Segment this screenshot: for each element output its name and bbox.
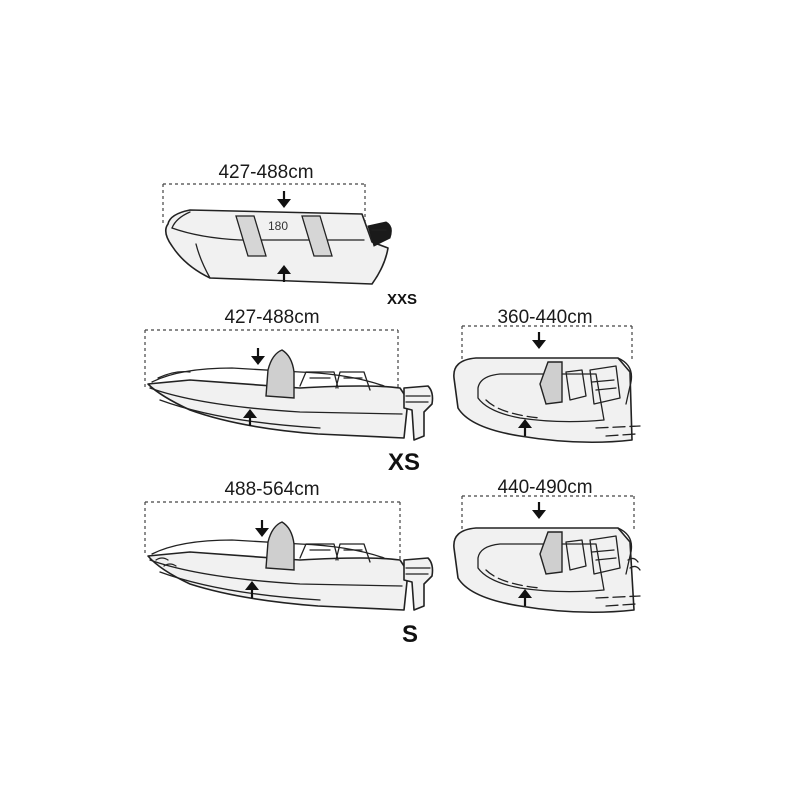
rib-seat bbox=[565, 539, 587, 571]
arrow-icon bbox=[530, 330, 548, 351]
seat bbox=[335, 543, 371, 563]
outboard-motor-icon bbox=[367, 221, 392, 247]
length-label: 427-488cm bbox=[224, 307, 319, 328]
arrow-icon bbox=[249, 346, 267, 367]
rib-console bbox=[539, 361, 563, 405]
rib-tube bbox=[453, 357, 633, 444]
rib-console bbox=[539, 531, 563, 575]
boat-xxs: 427-488cm 180 XXS bbox=[162, 162, 417, 308]
length-dimension-line bbox=[461, 495, 635, 532]
rib-seat bbox=[565, 369, 587, 401]
length-dimension-line bbox=[162, 183, 366, 226]
bench-seat bbox=[235, 215, 267, 257]
length-dimension-line bbox=[461, 325, 633, 362]
bench-seat bbox=[301, 215, 333, 257]
center-console bbox=[265, 521, 295, 571]
arrow-icon bbox=[253, 518, 271, 539]
boat-s: 488-564cm S bbox=[144, 479, 434, 648]
arrow-icon bbox=[530, 500, 548, 521]
width-label: 180 bbox=[268, 219, 288, 233]
length-dimension-line bbox=[144, 329, 399, 392]
size-label: S bbox=[402, 621, 418, 648]
outboard-motor-icon bbox=[403, 385, 434, 441]
length-label: 440-490cm bbox=[497, 477, 592, 498]
hull bbox=[147, 379, 409, 439]
rib-seat bbox=[589, 365, 621, 405]
hull bbox=[164, 209, 389, 285]
size-label: XXS bbox=[387, 291, 417, 308]
length-label: 427-488cm bbox=[218, 162, 313, 183]
arrow-icon bbox=[275, 189, 293, 210]
length-label: 488-564cm bbox=[224, 479, 319, 500]
length-dimension-line bbox=[144, 501, 401, 560]
rib-deck bbox=[477, 543, 605, 593]
deck-rail bbox=[151, 367, 385, 387]
gunwale-line bbox=[171, 227, 365, 241]
length-label: 360-440cm bbox=[497, 307, 592, 328]
outboard-motor-icon bbox=[403, 557, 434, 611]
center-console bbox=[265, 349, 295, 399]
boat-xs: 427-488cm XS bbox=[144, 307, 434, 476]
rib-deck bbox=[477, 373, 605, 423]
rib-s: 440-490cm bbox=[453, 477, 641, 614]
rib-tube bbox=[453, 527, 635, 614]
rib-xs: 360-440cm bbox=[453, 307, 641, 444]
deck-rail bbox=[151, 539, 385, 559]
rib-seat bbox=[589, 535, 621, 575]
seat bbox=[299, 371, 339, 389]
seat bbox=[299, 543, 339, 561]
seat bbox=[335, 371, 371, 391]
size-label: XS bbox=[388, 449, 420, 476]
